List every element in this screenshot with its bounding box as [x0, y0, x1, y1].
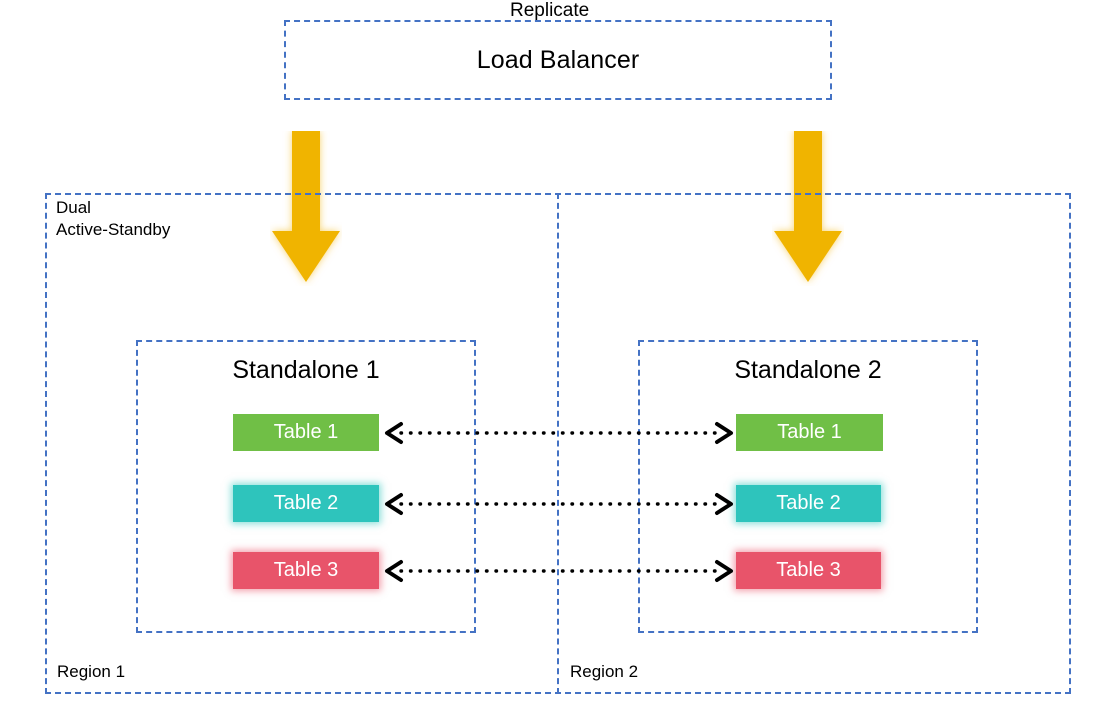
traffic-arrow-down-left-icon: [270, 131, 342, 286]
load-balancer-label: Load Balancer: [476, 45, 640, 74]
standalone-2-table-1: Table 1: [736, 414, 883, 451]
standalone-1-table-3: Table 3: [233, 552, 379, 589]
region-divider: [557, 193, 559, 694]
replication-connector-table-3: [379, 559, 739, 583]
standalone-2-table-2: Table 2: [736, 485, 881, 522]
standalone-2-box: Standalone 2: [638, 340, 978, 633]
load-balancer-box: Load Balancer: [284, 20, 832, 100]
standalone-1-table-1: Table 1: [233, 414, 379, 451]
standalone-1-box: Standalone 1: [136, 340, 476, 633]
standalone-2-table-3: Table 3: [736, 552, 881, 589]
traffic-arrow-down-right-icon: [772, 131, 844, 286]
replication-connector-table-2: [379, 492, 739, 516]
region-1-label: Region 1: [57, 662, 126, 681]
replicate-label: Replicate: [510, 0, 590, 21]
dual-active-standby-label: Dual Active-Standby: [56, 198, 171, 239]
standalone-1-table-2: Table 2: [233, 485, 379, 522]
standalone-2-title: Standalone 2: [734, 356, 882, 384]
region-2-label: Region 2: [570, 662, 639, 681]
replication-connector-table-1: [379, 421, 739, 445]
standalone-1-title: Standalone 1: [232, 356, 380, 384]
